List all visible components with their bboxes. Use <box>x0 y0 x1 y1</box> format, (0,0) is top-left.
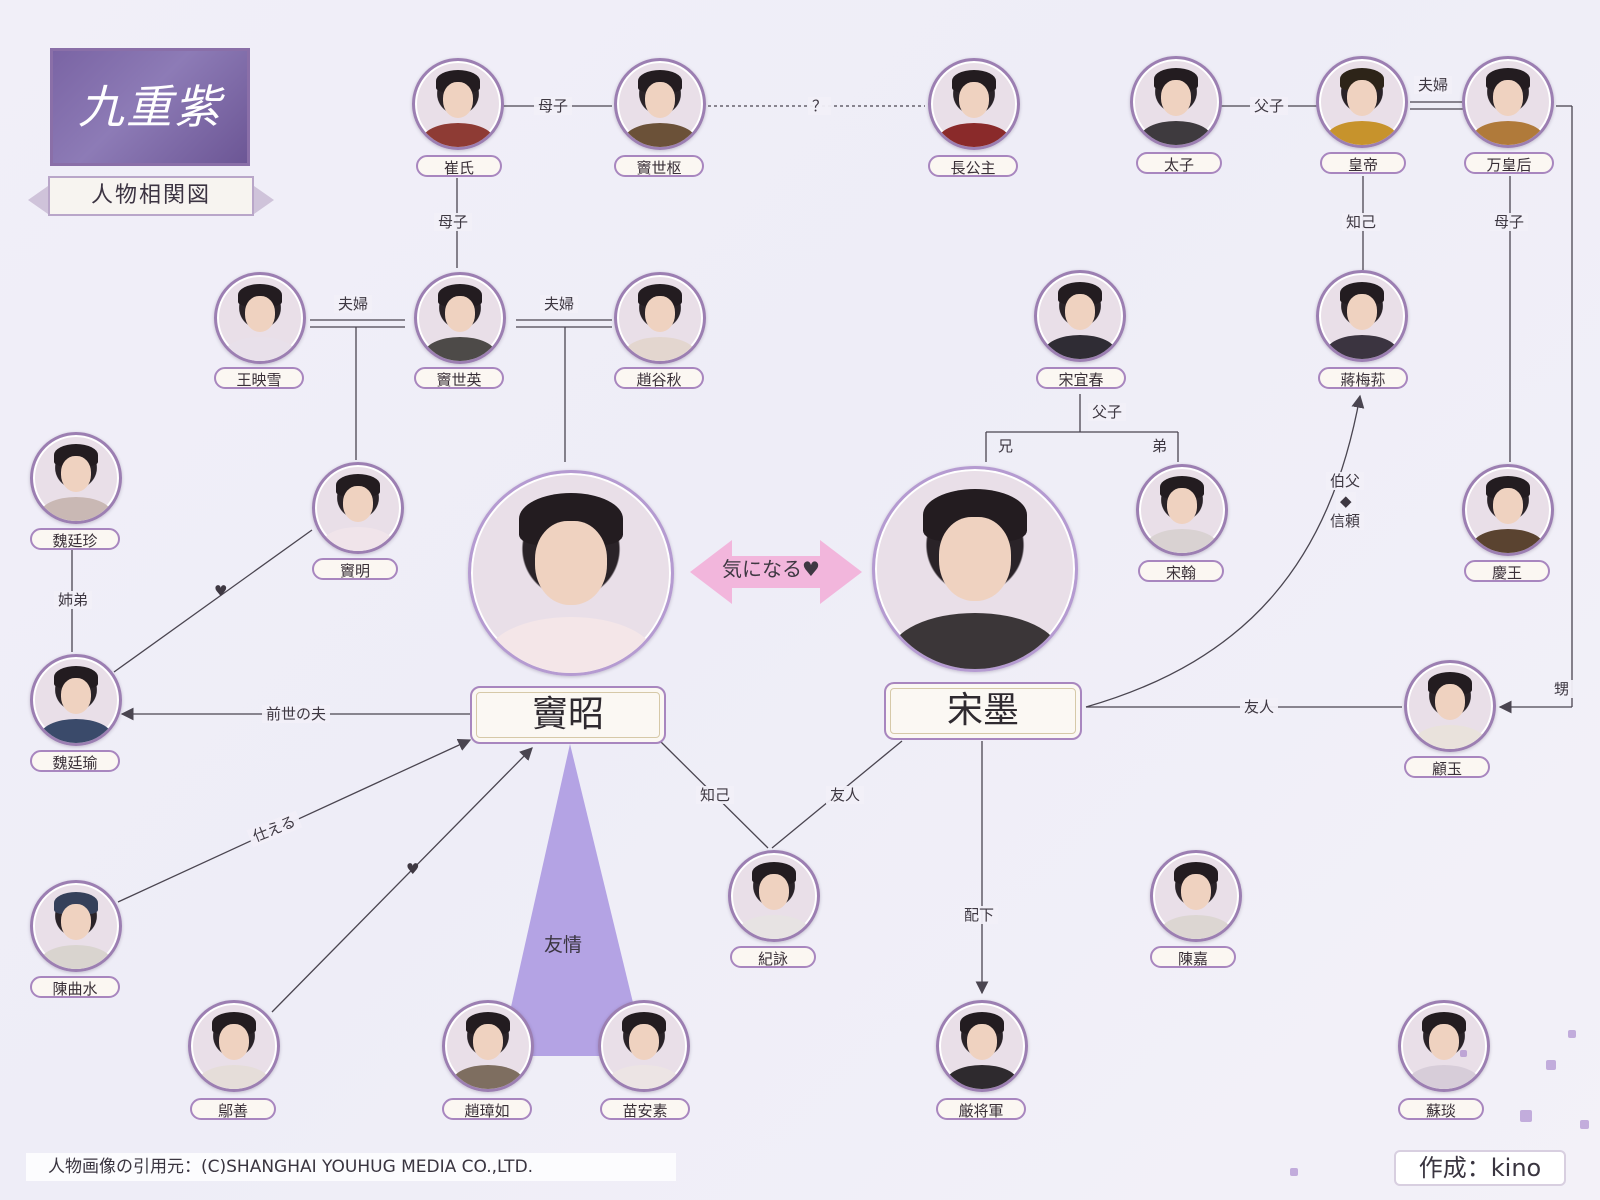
label-shieru: 仕える <box>246 810 303 848</box>
label-muzi-top: 母子 <box>534 97 573 115</box>
avatar <box>614 272 706 364</box>
decor-confetti <box>1290 1168 1298 1176</box>
avatar <box>1316 270 1408 362</box>
name-songyichun: 宋宜春 <box>1036 367 1126 389</box>
avatar <box>1136 464 1228 556</box>
avatar <box>414 272 506 364</box>
name-qingwang: 慶王 <box>1464 560 1550 582</box>
label-sheng: 甥 <box>1550 680 1574 698</box>
name-guyu: 顧玉 <box>1404 756 1490 778</box>
avatar <box>1404 660 1496 752</box>
image-credit: 人物画像の引用元：(C)SHANGHAI YOUHUG MEDIA CO.,LT… <box>26 1153 676 1181</box>
avatar <box>614 58 706 150</box>
name-suyan: 蘇琰 <box>1398 1098 1484 1120</box>
label-heart-douming: ♥ <box>214 582 228 600</box>
name-changgongzhu: 長公主 <box>928 155 1018 177</box>
avatar <box>1034 270 1126 362</box>
ribbon-left <box>28 186 48 214</box>
decor-confetti <box>1520 1110 1532 1122</box>
avatar <box>1398 1000 1490 1092</box>
hero-portrait <box>872 466 1078 672</box>
label-youren-jiyong: 友人 <box>826 786 865 804</box>
drama-logo: 九重紫 <box>50 48 250 166</box>
decor-confetti <box>1568 1030 1576 1038</box>
name-chenjia: 陳嘉 <box>1150 946 1236 968</box>
avatar <box>1316 56 1408 148</box>
avatar <box>1462 56 1554 148</box>
label-pink-link: 気になる♥ <box>722 557 820 581</box>
name-jiyong: 紀詠 <box>730 946 816 968</box>
chart-subtitle: 人物相関図 <box>48 176 254 216</box>
decor-confetti <box>1460 1050 1467 1057</box>
name-wanhuanghou: 万皇后 <box>1464 152 1554 174</box>
avatar <box>214 272 306 364</box>
label-muzi-cuishi: 母子 <box>434 213 473 231</box>
avatar <box>1462 464 1554 556</box>
name-cuishi: 崔氏 <box>416 155 502 177</box>
name-wangyingxue: 王映雪 <box>214 367 304 389</box>
ribbon-right <box>254 186 274 214</box>
name-wushan: 鄔善 <box>190 1098 276 1120</box>
label-question: ？ <box>808 97 832 115</box>
label-diamond: ◆ <box>1336 492 1356 510</box>
avatar <box>312 462 404 554</box>
name-doushiying: 竇世英 <box>414 367 504 389</box>
avatar <box>936 1000 1028 1092</box>
label-muzi-wan: 母子 <box>1490 213 1529 231</box>
label-youren-guyu: 友人 <box>1240 698 1279 716</box>
label-youqing: 友情 <box>544 934 583 956</box>
label-fufu-wang: 夫婦 <box>334 295 373 313</box>
name-songhan: 宋翰 <box>1138 560 1224 582</box>
name-zhaozhangru: 趙璋如 <box>442 1098 532 1120</box>
avatar <box>30 880 122 972</box>
name-doushishu: 竇世枢 <box>614 155 704 177</box>
name-zhaoguqiu: 趙谷秋 <box>614 367 704 389</box>
name-weitingyu: 魏廷瑜 <box>30 750 120 772</box>
avatar <box>442 1000 534 1092</box>
label-fufu-top: 夫婦 <box>1414 76 1453 94</box>
line-songmo-jiang <box>1085 394 1365 708</box>
decor-confetti <box>1546 1060 1556 1070</box>
label-jiedi: 姉弟 <box>54 591 93 609</box>
name-weitingzhen: 魏廷珍 <box>30 528 120 550</box>
avatar <box>30 654 122 746</box>
label-peixia: 配下 <box>960 906 999 924</box>
line-douming-weitingyu <box>113 529 313 673</box>
label-fufu-zhao: 夫婦 <box>540 295 579 313</box>
name-taizi: 太子 <box>1136 152 1222 174</box>
avatar <box>1130 56 1222 148</box>
avatar <box>928 58 1020 150</box>
line-wushan-douzhao <box>271 747 533 1013</box>
hero-name: 宋墨 <box>884 682 1082 740</box>
decor-confetti <box>1580 1120 1589 1129</box>
label-qianshi: 前世の夫 <box>262 705 331 723</box>
label-fuzi-top: 父子 <box>1250 97 1289 115</box>
name-douming: 竇明 <box>312 558 398 580</box>
avatar <box>188 1000 280 1092</box>
label-fuzi-song: 父子 <box>1088 403 1127 421</box>
label-zhiji-top: 知己 <box>1342 213 1381 231</box>
label-zhiji-jiyong: 知己 <box>696 786 735 804</box>
avatar <box>728 850 820 942</box>
label-xiong: 兄 <box>998 437 1014 455</box>
avatar <box>412 58 504 150</box>
author-credit: 作成：kino <box>1394 1150 1566 1186</box>
avatar <box>30 432 122 524</box>
heroine-name: 竇昭 <box>470 686 666 744</box>
label-bofu: 伯父 <box>1326 472 1365 490</box>
name-yanjiangjun: 厳将軍 <box>936 1098 1026 1120</box>
name-huangdi: 皇帝 <box>1320 152 1406 174</box>
name-jiangmeisun: 蔣梅荪 <box>1318 367 1408 389</box>
avatar <box>598 1000 690 1092</box>
label-xinlai: 信頼 <box>1326 512 1365 530</box>
label-di: 弟 <box>1152 437 1168 455</box>
label-heart-wushan: ♥ <box>406 860 420 878</box>
avatar <box>1150 850 1242 942</box>
name-chenqushui: 陳曲水 <box>30 976 120 998</box>
heroine-portrait <box>468 470 674 676</box>
name-miaoansu: 苗安素 <box>600 1098 690 1120</box>
